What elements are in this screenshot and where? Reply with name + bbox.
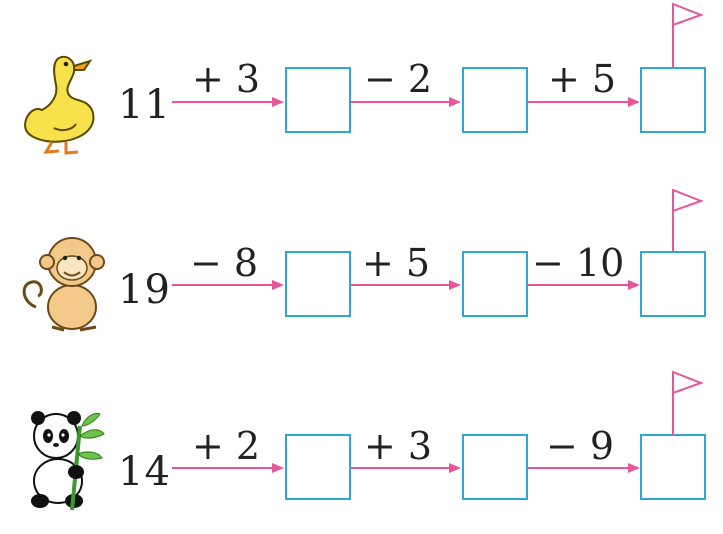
answer-box[interactable] <box>462 251 528 317</box>
flag-icon <box>668 186 708 254</box>
duck-icon <box>14 50 109 155</box>
operation-label: + 5 <box>548 60 616 98</box>
answer-box[interactable] <box>640 434 706 500</box>
answer-box[interactable] <box>640 251 706 317</box>
answer-box[interactable] <box>462 434 528 500</box>
operation-label: − 8 <box>190 244 258 282</box>
panda-icon <box>16 406 108 511</box>
flag-icon <box>668 0 708 70</box>
answer-box[interactable] <box>285 67 351 133</box>
chain-row-monkey: 19 − 8 + 5 − 10 <box>0 182 723 352</box>
chain-row-duck: 11 + 3 − 2 + 5 <box>0 0 723 170</box>
answer-box[interactable] <box>285 251 351 317</box>
flag-icon <box>668 368 708 438</box>
operation-label: − 2 <box>364 60 432 98</box>
answer-box[interactable] <box>640 67 706 133</box>
monkey-icon <box>16 232 108 337</box>
operation-label: + 3 <box>192 60 260 98</box>
chain-row-panda: 14 + 2 + 3 − 9 <box>0 364 723 534</box>
answer-box[interactable] <box>285 434 351 500</box>
answer-box[interactable] <box>462 67 528 133</box>
operation-label: + 2 <box>192 427 260 465</box>
operation-label: + 5 <box>362 244 430 282</box>
start-number: 19 <box>118 270 171 310</box>
operation-label: − 10 <box>532 244 624 282</box>
start-number: 14 <box>118 452 171 492</box>
operation-label: − 9 <box>546 427 614 465</box>
start-number: 11 <box>118 85 171 125</box>
operation-label: + 3 <box>364 427 432 465</box>
